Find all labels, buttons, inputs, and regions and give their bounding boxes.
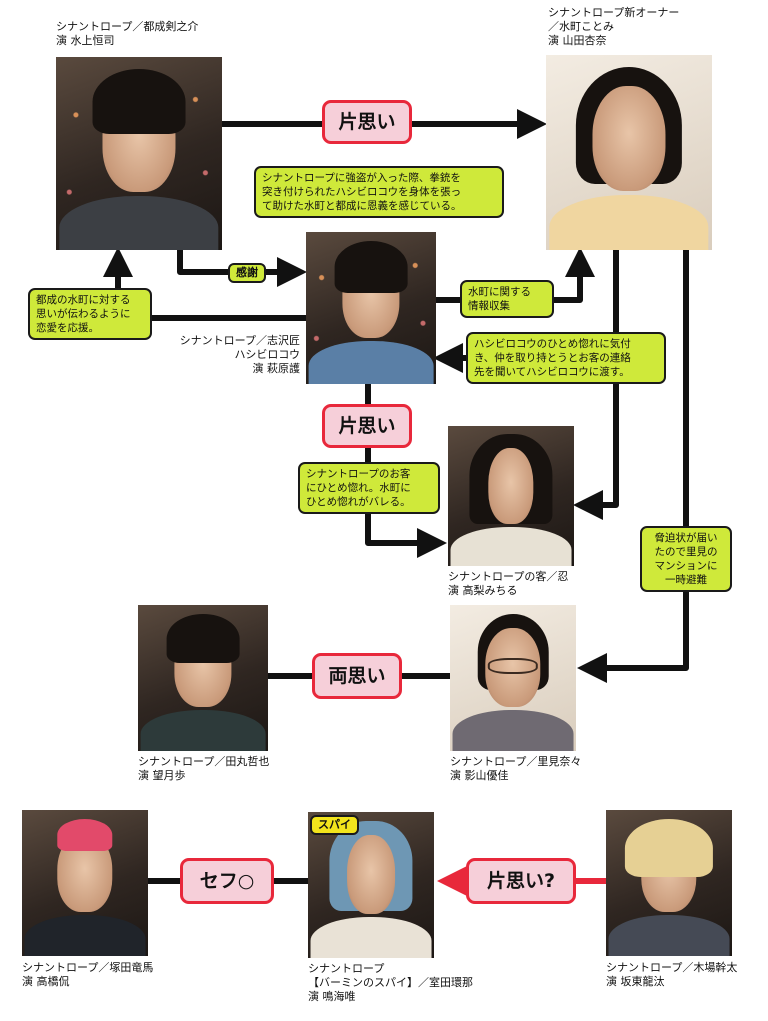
- actor-tamaru: 演 望月歩: [138, 769, 186, 782]
- role-shinobu: シナントロープの客／忍: [448, 570, 569, 583]
- photo-kiba: [606, 810, 732, 956]
- actor-satomi: 演 影山優佳: [450, 769, 509, 782]
- actor-hashibiro: 演 萩原護: [252, 362, 301, 375]
- role-tsukada: シナントロープ／塚田竜馬: [22, 961, 154, 974]
- actor-kiba: 演 坂東龍汰: [606, 975, 665, 988]
- photo-satomi: [450, 605, 576, 751]
- caption-tsuzumi: シナントロープ／都成剣之介 演 水上恒司: [56, 20, 198, 48]
- note-robbery: シナントロープに強盗が入った際、拳銃を 突き付けられたハシビロコウを身体を張っ …: [254, 166, 504, 218]
- photo-tsukada: [22, 810, 148, 956]
- role-hashibiro-2: ハシビロコウ: [234, 348, 300, 361]
- role-satomi: シナントロープ／里見奈々: [450, 755, 582, 768]
- note-support: 都成の水町に対する 思いが伝わるように 恋愛を応援。: [28, 288, 152, 340]
- photo-shinobu: [448, 426, 574, 566]
- role-tamaru: シナントロープ／田丸哲也: [138, 755, 270, 768]
- arrow-mizumachi-to-shinobu: [573, 358, 619, 520]
- caption-hashibiro: シナントロープ／志沢匠 ハシビロコウ 演 萩原護: [160, 334, 300, 376]
- role-tsuzumi: シナントロープ／都成剣之介: [56, 20, 199, 33]
- role-mizumachi-1: シナントロープ新オーナー: [548, 6, 680, 19]
- role-kiba: シナントロープ／木場幹太: [606, 961, 738, 974]
- caption-mizumachi: シナントロープ新オーナー ／水町ことみ 演 山田杏奈: [548, 6, 679, 48]
- relation-tsukada-murota: セフ○: [180, 858, 274, 904]
- actor-mizumachi: 演 山田杏奈: [548, 34, 607, 47]
- arrow-mizumachi-to-satomi: [577, 250, 689, 683]
- caption-tamaru: シナントロープ／田丸哲也 演 望月歩: [138, 755, 269, 783]
- note-info: 水町に関する 情報収集: [460, 280, 554, 318]
- actor-shinobu: 演 高梨みちる: [448, 584, 518, 597]
- relation-tsuzumi-mizumachi: 片思い: [322, 100, 412, 144]
- note-crush: シナントロープのお客 にひとめ惚れ。水町に ひとめ惚れがバレる。: [298, 462, 440, 514]
- note-contact: ハシビロコウのひとめ惚れに気付 き、仲を取り持とうとお客の連絡 先を聞いてハシビ…: [466, 332, 666, 384]
- caption-satomi: シナントロープ／里見奈々 演 影山優佳: [450, 755, 581, 783]
- photo-murota: [308, 812, 434, 958]
- caption-tsukada: シナントロープ／塚田竜馬 演 高橋侃: [22, 961, 153, 989]
- actor-murota: 演 鳴海唯: [308, 990, 356, 1003]
- photo-tamaru: [138, 605, 268, 751]
- caption-murota: シナントロープ 【バーミンのスパイ】／室田環那 演 鳴海唯: [308, 962, 473, 1004]
- caption-shinobu: シナントロープの客／忍 演 高梨みちる: [448, 570, 568, 598]
- tag-spy: スパイ: [310, 815, 359, 835]
- relation-hashibiro-shinobu: 片思い: [322, 404, 412, 448]
- photo-mizumachi: [546, 55, 712, 250]
- relation-kiba-murota: 片思い?: [466, 858, 576, 904]
- caption-kiba: シナントロープ／木場幹太 演 坂東龍汰: [606, 961, 737, 989]
- actor-tsukada: 演 高橋侃: [22, 975, 70, 988]
- photo-hashibiro: [306, 232, 436, 384]
- photo-tsuzumi: [56, 57, 222, 250]
- note-threat: 脅迫状が届い たので里見の マンションに 一時避難: [640, 526, 732, 592]
- role-mizumachi-2: ／水町ことみ: [548, 20, 614, 33]
- role-murota-1: シナントロープ: [308, 962, 385, 975]
- relation-tamaru-satomi: 両思い: [312, 653, 402, 699]
- role-hashibiro-1: シナントロープ／志沢匠: [179, 334, 300, 347]
- actor-tsuzumi: 演 水上恒司: [56, 34, 115, 47]
- role-murota-2: 【バーミンのスパイ】／室田環那: [308, 976, 473, 989]
- tag-gratitude: 感謝: [228, 263, 266, 283]
